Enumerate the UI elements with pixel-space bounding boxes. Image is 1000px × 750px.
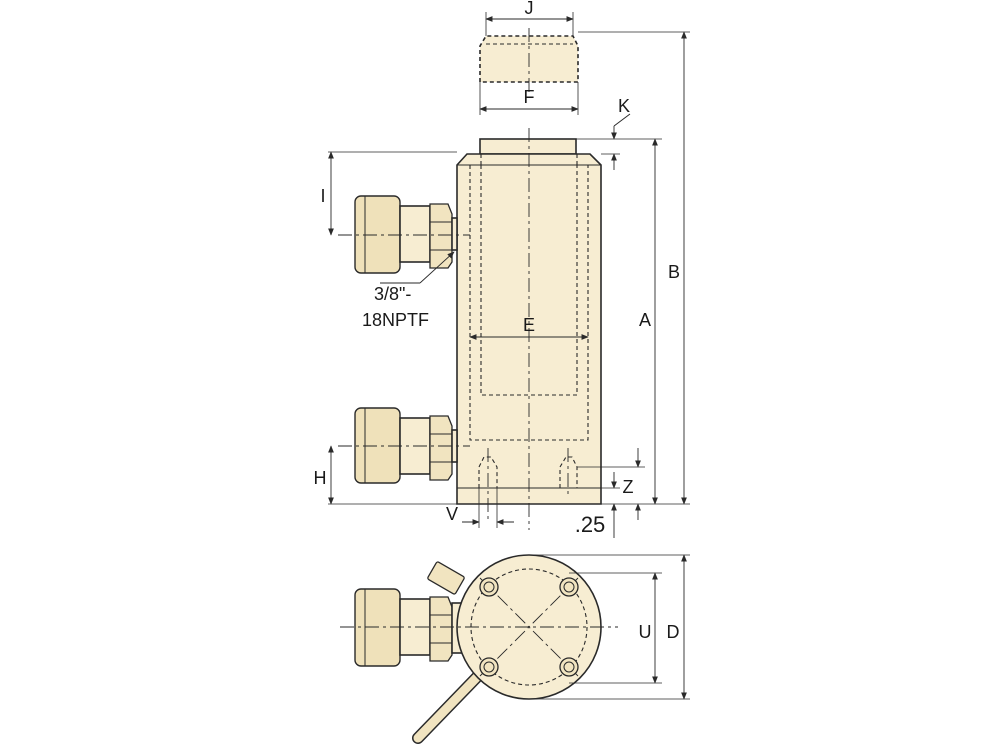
- cylinder-plan-view: [340, 554, 618, 744]
- label-f: F: [524, 87, 535, 107]
- dimension-e: E: [469, 315, 589, 340]
- dimension-k: K: [576, 96, 662, 170]
- label-i: I: [320, 186, 325, 206]
- bolt-top-right: [559, 577, 579, 597]
- label-e: E: [523, 315, 535, 335]
- dimension-f: F: [479, 82, 579, 115]
- lower-coupler: [338, 407, 470, 484]
- dimension-z: Z: [577, 448, 645, 520]
- bolt-top-left: [479, 577, 499, 597]
- dimension-a: A: [639, 138, 658, 505]
- label-a: A: [639, 310, 651, 330]
- port-callout: 3/8"- 18NPTF: [362, 251, 455, 330]
- dimension-u: U: [569, 572, 662, 684]
- label-k: K: [618, 96, 630, 116]
- dimension-d: D: [529, 554, 690, 700]
- label-j: J: [525, 0, 534, 18]
- label-u: U: [639, 622, 652, 642]
- bolt-bottom-right: [559, 657, 579, 677]
- port-spec-line2: 18NPTF: [362, 310, 429, 330]
- label-025: .25: [575, 512, 606, 537]
- label-v: V: [446, 504, 458, 524]
- dimension-h: H: [314, 445, 457, 505]
- label-d: D: [667, 622, 680, 642]
- dimension-025: .25: [575, 472, 620, 538]
- dimension-v: V: [446, 488, 514, 528]
- saddle-detail: [479, 28, 579, 92]
- label-b: B: [668, 262, 680, 282]
- dimension-j: J: [485, 0, 574, 36]
- label-h: H: [314, 468, 327, 488]
- upper-coupler: [338, 195, 470, 274]
- label-z: Z: [623, 477, 634, 497]
- dimension-i: I: [320, 151, 457, 236]
- bolt-bottom-left: [479, 657, 499, 677]
- port-spec-line1: 3/8"-: [374, 284, 411, 304]
